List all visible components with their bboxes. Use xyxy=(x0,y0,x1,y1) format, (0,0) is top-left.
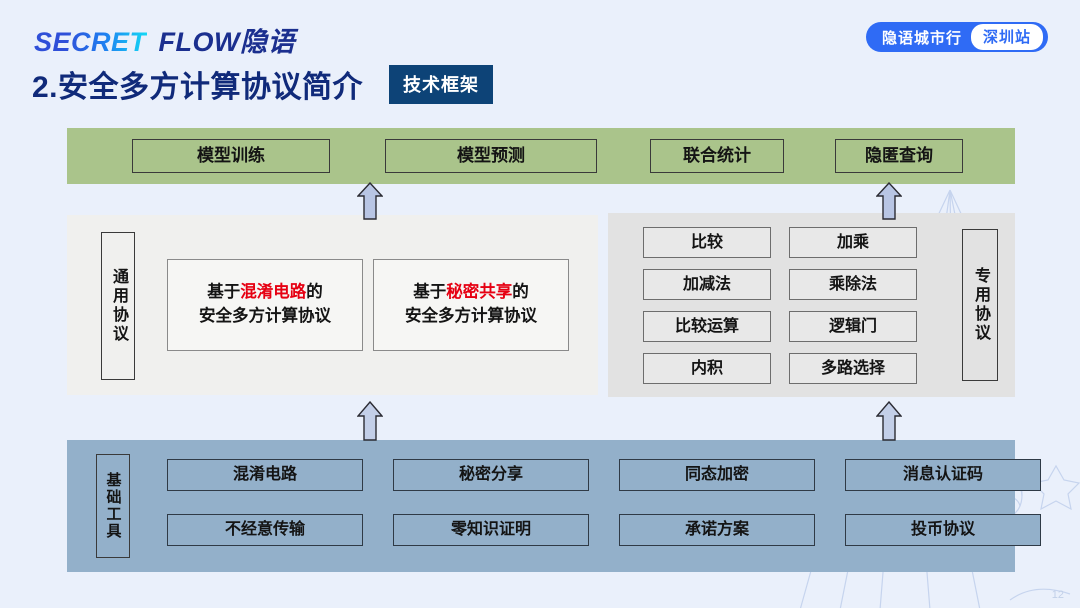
general-protocol-side-label: 通用协议 xyxy=(101,232,135,380)
page-number: 12 xyxy=(1051,589,1064,601)
tool-item-7: 投币协议 xyxy=(845,514,1041,546)
brand-logo: SECRET FLOW隐语 xyxy=(34,20,295,59)
application-item-3: 隐匿查询 xyxy=(835,139,963,173)
logo-secret-text: SECRET xyxy=(34,27,147,57)
tool-item-2: 同态加密 xyxy=(619,459,815,491)
application-layer-bar: 模型训练 模型预测 联合统计 隐匿查询 xyxy=(67,128,1015,184)
proto-0-line2: 安全多方计算协议 xyxy=(199,307,331,325)
arrow-up-general-to-application xyxy=(356,181,384,225)
arrow-up-special-to-application xyxy=(875,181,903,225)
proto-0-prefix: 基于 xyxy=(207,283,241,302)
special-protocol-panel: 比较 加乘 加减法 乘除法 比较运算 逻辑门 内积 多路选择 专用协议 xyxy=(608,213,1015,397)
tool-item-4: 不经意传输 xyxy=(167,514,363,546)
arrow-up-basic-to-special xyxy=(875,400,903,446)
tool-item-0: 混淆电路 xyxy=(167,459,363,491)
basic-tools-side-label: 基础工具 xyxy=(96,454,130,558)
tool-item-3: 消息认证码 xyxy=(845,459,1041,491)
general-protocol-box-1: 基于秘密共享的安全多方计算协议 xyxy=(373,259,569,351)
arrow-up-basic-to-general xyxy=(356,400,384,446)
city-tour-badge: 隐语城市行 深圳站 xyxy=(865,22,1048,52)
proto-1-highlight: 秘密共享 xyxy=(446,283,513,302)
operation-item-7: 多路选择 xyxy=(789,353,917,384)
proto-1-line2: 安全多方计算协议 xyxy=(405,307,537,325)
application-item-0: 模型训练 xyxy=(132,139,330,173)
tool-item-6: 承诺方案 xyxy=(619,514,815,546)
basic-tools-bar: 基础工具 混淆电路 秘密分享 同态加密 消息认证码 不经意传输 零知识证明 承诺… xyxy=(67,440,1041,572)
operation-item-1: 加乘 xyxy=(789,227,917,258)
operation-item-6: 内积 xyxy=(643,353,771,384)
application-item-1: 模型预测 xyxy=(385,139,597,173)
application-item-2: 联合统计 xyxy=(650,139,784,173)
tool-item-5: 零知识证明 xyxy=(393,514,589,546)
proto-1-prefix: 基于 xyxy=(413,283,447,302)
proto-0-suffix: 的 xyxy=(306,283,323,302)
section-badge: 技术框架 xyxy=(389,64,494,104)
page-title: 2.安全多方计算协议简介 xyxy=(32,71,364,104)
basic-tools-grid: 混淆电路 秘密分享 同态加密 消息认证码 不经意传输 零知识证明 承诺方案 投币… xyxy=(167,459,1041,546)
proto-0-highlight: 混淆电路 xyxy=(240,283,307,302)
general-protocol-box-0: 基于混淆电路的安全多方计算协议 xyxy=(167,259,363,351)
operation-item-0: 比较 xyxy=(643,227,771,258)
operation-item-5: 逻辑门 xyxy=(789,311,917,342)
special-protocol-grid: 比较 加乘 加减法 乘除法 比较运算 逻辑门 内积 多路选择 xyxy=(643,227,917,384)
operation-item-4: 比较运算 xyxy=(643,311,771,342)
tool-item-1: 秘密分享 xyxy=(393,459,589,491)
operation-item-2: 加减法 xyxy=(643,269,771,300)
city-tour-station: 深圳站 xyxy=(970,24,1043,50)
logo-flow-text: FLOW隐语 xyxy=(158,27,296,57)
operation-item-3: 乘除法 xyxy=(789,269,917,300)
general-protocol-panel: 通用协议 基于混淆电路的安全多方计算协议 基于秘密共享的安全多方计算协议 xyxy=(67,215,598,395)
city-tour-label: 隐语城市行 xyxy=(881,29,962,47)
special-protocol-side-label: 专用协议 xyxy=(962,229,998,381)
proto-1-suffix: 的 xyxy=(512,283,529,302)
title-row: 2.安全多方计算协议简介 技术框架 xyxy=(32,62,494,106)
